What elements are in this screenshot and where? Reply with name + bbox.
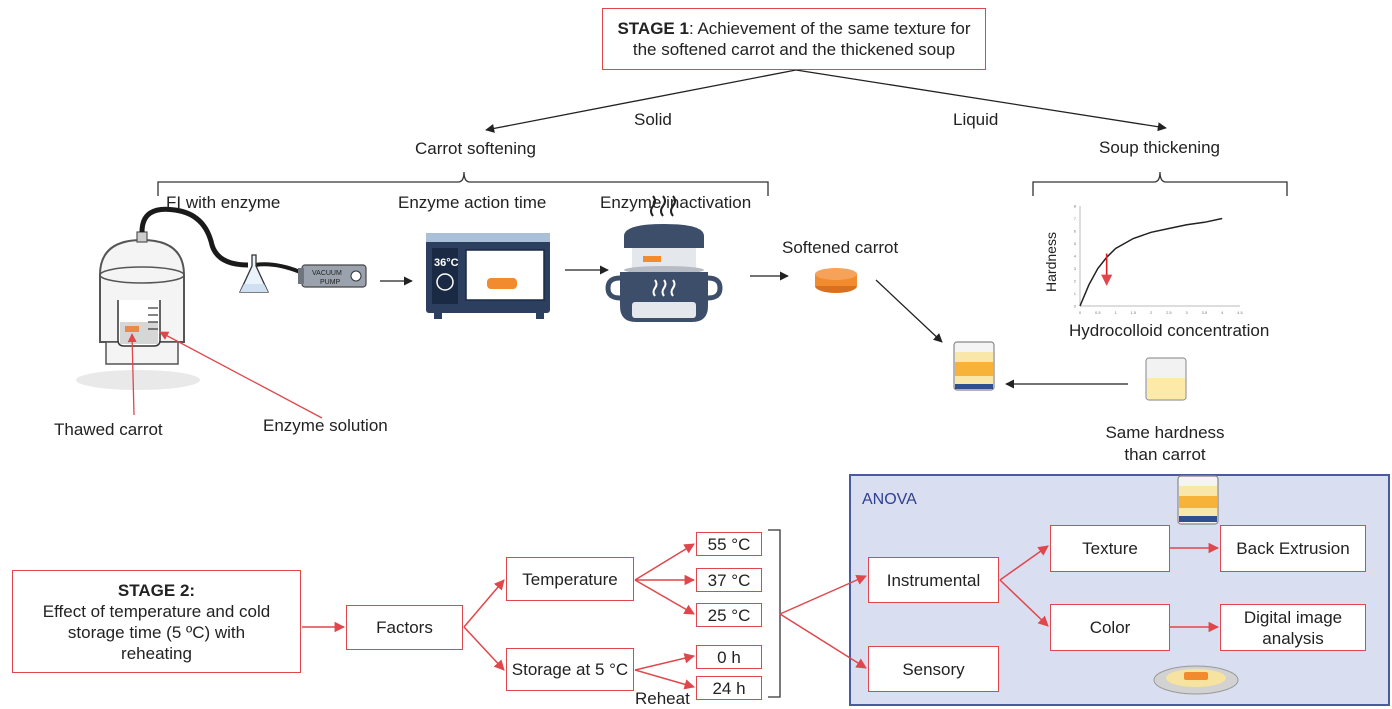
temp-25-box: 25 °C xyxy=(696,603,762,627)
stage1-title-line2: the softened carrot and the thickened so… xyxy=(632,40,956,59)
stage1-box: STAGE 1: Achievement of the same texture… xyxy=(602,8,986,70)
vacuum-hose xyxy=(139,206,249,268)
time-24h-box: 24 h xyxy=(696,676,762,700)
storage-box: Storage at 5 °C xyxy=(506,648,634,691)
enzyme-solution-label: Enzyme solution xyxy=(263,416,388,435)
pump-label-2: PUMP xyxy=(320,279,341,286)
chart-xtick-label: 2 xyxy=(1150,310,1153,315)
stage2-line2: storage time (5 ºC) with xyxy=(67,622,246,642)
softened-carrot-label: Softened carrot xyxy=(782,238,899,257)
incubator-icon: 36°C xyxy=(426,233,550,319)
instrumental-box: Instrumental xyxy=(868,557,999,603)
step-enzyme-inactivation: Enzyme inactivation xyxy=(600,193,752,212)
carrot-brace xyxy=(157,171,769,196)
chart-xtick-label: 2.5 xyxy=(1166,310,1172,315)
chart-ytick-label: 6 xyxy=(1074,229,1077,234)
pump-label-1: VACUUM xyxy=(312,270,342,277)
same-hardness-line1: Same hardness xyxy=(1105,423,1225,442)
digital-image-line2: analysis xyxy=(1262,628,1324,648)
stage2-line3: reheating xyxy=(121,643,192,663)
reheat-label: Reheat xyxy=(635,689,690,708)
chart-ytick-label: 2 xyxy=(1074,279,1077,284)
combined-beaker-icon xyxy=(953,341,995,391)
stage2-box: STAGE 2: Effect of temperature and cold … xyxy=(12,570,301,673)
carrot-softening-heading: Carrot softening xyxy=(415,139,536,158)
sample-plate-icon xyxy=(1153,665,1239,695)
soup-beaker-icon xyxy=(1145,357,1187,401)
anova-label: ANOVA xyxy=(862,491,917,508)
chart-xtick-label: 3.5 xyxy=(1202,310,1208,315)
chart-xtick-label: 0 xyxy=(1079,310,1082,315)
levels-bracket xyxy=(768,529,781,698)
softened-carrot-icon xyxy=(815,268,857,293)
vacuum-chamber xyxy=(76,231,200,390)
time-0h-box: 0 h xyxy=(696,645,762,669)
digital-image-line1: Digital image xyxy=(1243,607,1343,627)
step-fi-enzyme: FI with enzyme xyxy=(166,193,281,212)
chart-ytick-label: 7 xyxy=(1074,216,1077,221)
cooking-pot-icon xyxy=(605,195,723,322)
factors-box: Factors xyxy=(346,605,463,650)
vacuum-pump-icon: VACUUM PUMP xyxy=(298,264,367,288)
chart-xtick-label: 1 xyxy=(1114,310,1117,315)
sensory-box: Sensory xyxy=(868,646,999,692)
hardness-chart: 0 0.5 1 1.5 2 2.5 3 3.5 4 4.5 0 1 2 3 4 5 6 7 8 xyxy=(1070,200,1248,316)
step-enzyme-action-time: Enzyme action time xyxy=(398,193,547,212)
chart-xtick-label: 4 xyxy=(1221,310,1224,315)
stage2-title: STAGE 2: xyxy=(117,580,196,600)
chart-ytick-label: 4 xyxy=(1074,254,1077,259)
soup-thickening-heading: Soup thickening xyxy=(1099,138,1220,157)
stage1-title-rest: : Achievement of the same texture for xyxy=(688,19,971,38)
chart-ytick-label: 5 xyxy=(1074,241,1077,246)
stage1-title-bold: STAGE 1 xyxy=(617,19,689,38)
temp-55-box: 55 °C xyxy=(696,532,762,556)
chart-ylabel: Hardness xyxy=(1043,232,1059,292)
chart-xtick-label: 4.5 xyxy=(1237,310,1243,315)
chart-ytick-label: 0 xyxy=(1074,304,1077,309)
branch-solid: Solid xyxy=(634,110,672,129)
digital-image-box: Digital image analysis xyxy=(1220,604,1366,651)
chart-ytick-label: 3 xyxy=(1074,266,1077,271)
chart-xtick-label: 1.5 xyxy=(1131,310,1137,315)
erlenmeyer-flask-icon xyxy=(238,254,270,293)
color-box: Color xyxy=(1050,604,1170,651)
anova-beaker-icon xyxy=(1177,475,1219,525)
stage2-arrows xyxy=(302,542,1220,690)
chart-xtick-label: 0.5 xyxy=(1095,310,1101,315)
chart-xlabel: Hydrocolloid concentration xyxy=(1069,321,1270,340)
branch-liquid: Liquid xyxy=(953,110,999,129)
back-extrusion-box: Back Extrusion xyxy=(1220,525,1366,572)
stage1-arrows xyxy=(485,69,1167,133)
chart-ytick-label: 1 xyxy=(1074,291,1077,296)
chart-ytick-label: 8 xyxy=(1074,204,1077,209)
thawed-carrot-label: Thawed carrot xyxy=(54,420,163,439)
chart-xtick-label: 3 xyxy=(1186,310,1189,315)
same-hardness-line2: than carrot xyxy=(1124,445,1206,464)
soup-brace xyxy=(1032,171,1288,196)
temperature-box: Temperature xyxy=(506,557,634,601)
oven-temperature: 36°C xyxy=(434,257,459,269)
texture-box: Texture xyxy=(1050,525,1170,572)
hardness-series-line xyxy=(1079,217,1223,307)
temp-37-box: 37 °C xyxy=(696,568,762,592)
stage2-line1: Effect of temperature and cold xyxy=(42,601,271,621)
